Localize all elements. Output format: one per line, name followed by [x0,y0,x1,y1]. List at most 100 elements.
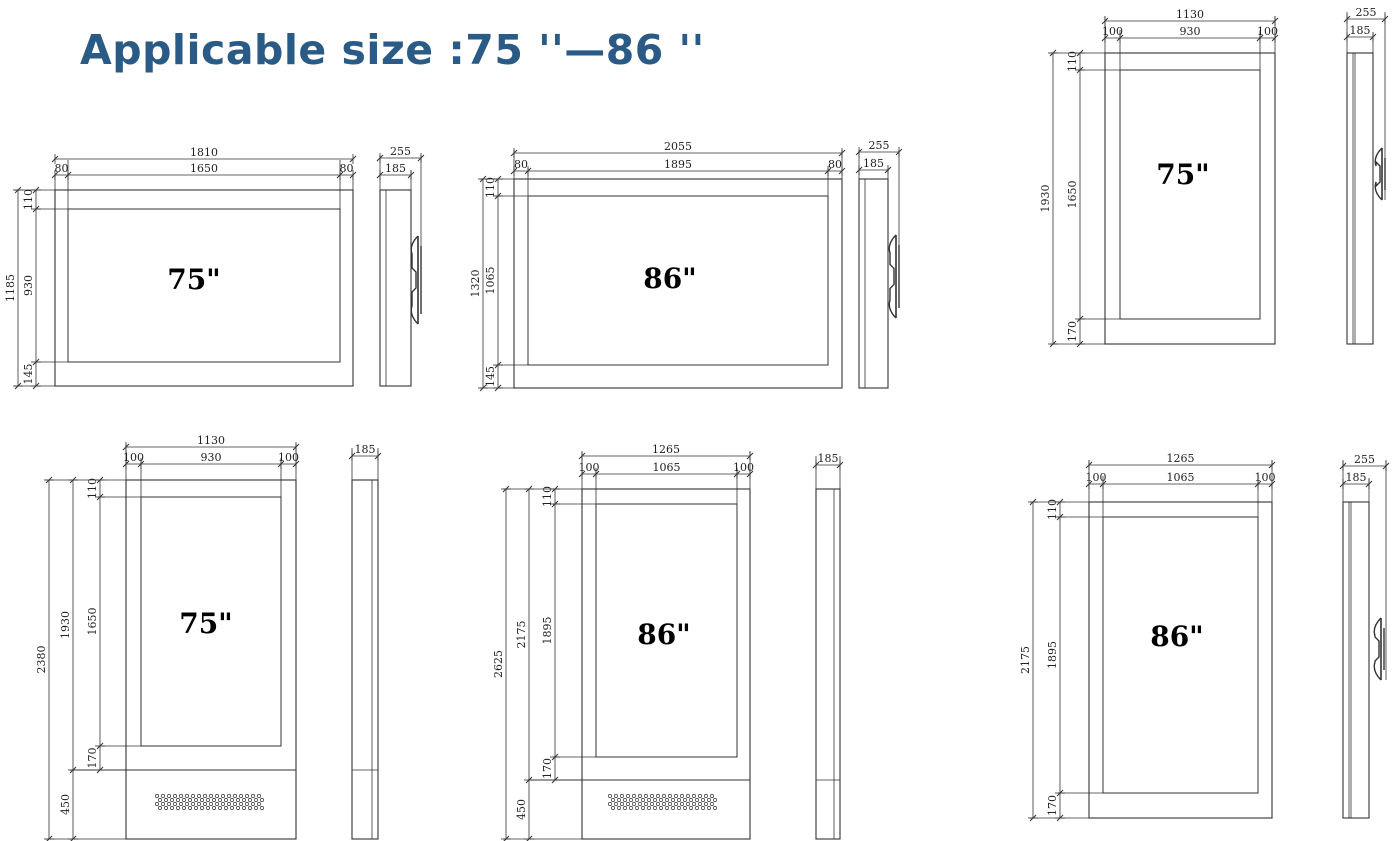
grille-hole [167,802,171,806]
line [1076,340,1084,348]
grille-hole [608,794,612,798]
line [292,460,300,468]
dim-depth: 255 [1356,6,1377,19]
grille-hole [254,806,258,810]
line [479,384,487,392]
grille-hole [620,794,624,798]
line [733,470,741,478]
grille-hole [608,802,612,806]
grille-hole [173,794,177,798]
dim-height: 2175 [1019,646,1032,674]
line [349,155,357,163]
size-label: 86" [643,262,697,295]
line [551,776,559,784]
size-label: 75" [1156,158,1210,191]
grille-hole [671,806,675,810]
line [1101,34,1109,42]
grille-hole [695,806,699,810]
grille-hole [710,802,714,806]
grille-hole [617,806,621,810]
dim-screen-height: 930 [22,275,35,296]
side-outline [1342,501,1370,819]
line [1268,461,1276,469]
dim-screen-width: 1065 [653,461,681,474]
side-outline [1346,52,1374,345]
dim-bottom-bezel: 170 [86,748,99,769]
size-label: 86" [637,618,691,651]
line [336,171,344,179]
line [525,485,533,493]
grille-hole [710,794,714,798]
grille-hole [260,806,264,810]
line [1116,34,1124,42]
side-outline [858,178,889,389]
dim-height: 1185 [4,274,17,302]
line [838,149,846,157]
line [494,361,502,369]
grille-hole [155,794,159,798]
grille-hole [701,806,705,810]
line [277,460,285,468]
grille-hole [239,802,243,806]
grille-hole [257,802,261,806]
grille-hole [713,798,717,802]
grille-hole [701,798,705,802]
grille-hole [629,806,633,810]
grille-hole [158,806,162,810]
line [1365,480,1373,488]
line [96,766,104,774]
line [812,461,820,469]
wall-bracket [1373,617,1382,681]
grille-hole [626,794,630,798]
line [122,443,130,451]
line [510,167,518,175]
line [14,382,22,390]
line [494,192,502,200]
grille-hole [191,802,195,806]
dim-body-depth: 185 [355,443,376,456]
grille-hole [704,794,708,798]
grille-hole [221,802,225,806]
line [96,493,104,501]
dim-bezel-left: 100 [1086,471,1107,484]
grille-hole [632,794,636,798]
page-title: Applicable size :75 ''—86 '' [80,26,705,74]
grille-hole [680,794,684,798]
grille-hole [629,798,633,802]
dim-bezel-left: 80 [514,158,528,171]
grille-hole [200,798,204,802]
grille-hole [641,806,645,810]
grille-hole [218,798,222,802]
line [895,148,903,156]
line [1382,462,1390,470]
grille-hole [611,806,615,810]
line [32,358,40,366]
grille-hole [665,798,669,802]
wall-bracket [1374,147,1383,201]
grille-hole [623,798,627,802]
dim-screen-width: 930 [1180,25,1201,38]
dim-bottom-bezel: 145 [22,364,35,385]
grille-hole [188,806,192,810]
grille-hole [671,798,675,802]
line [1369,33,1377,41]
line [1343,33,1351,41]
line [551,753,559,761]
line [479,175,487,183]
grille-hole [686,802,690,806]
dim-bottom-bezel: 170 [1046,795,1059,816]
grille-hole [677,798,681,802]
dim-total-height: 2380 [35,646,48,674]
grille-hole [638,794,642,798]
line [824,167,832,175]
dim-width: 1810 [190,146,218,159]
dim-bezel-left: 100 [579,461,600,474]
line [855,166,863,174]
grille-hole [260,798,264,802]
grille-hole [158,798,162,802]
grille-hole [257,794,261,798]
